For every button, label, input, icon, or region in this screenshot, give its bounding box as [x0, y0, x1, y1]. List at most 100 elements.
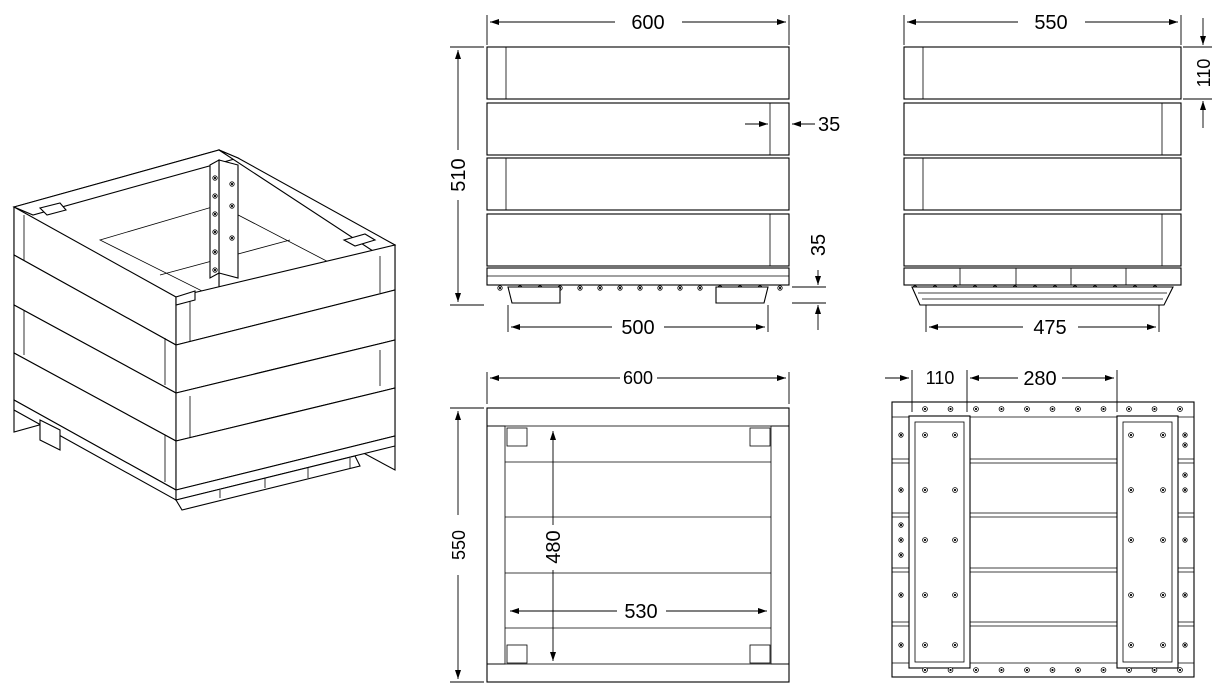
screw-icon	[1076, 668, 1080, 672]
screw-icon	[899, 538, 903, 542]
screw-icon	[1129, 593, 1133, 597]
dim-side-feet-span: 475	[1033, 317, 1066, 339]
screw-icon	[1183, 488, 1187, 492]
dim-side-width: 550	[1034, 12, 1067, 34]
screw-icon	[1129, 488, 1133, 492]
screw-icon	[1183, 473, 1187, 477]
screw-icon	[1161, 538, 1165, 542]
screw-icon	[953, 643, 957, 647]
screw-icon	[1178, 668, 1182, 672]
screw-icon	[498, 286, 502, 290]
dim-inner-depth: 480	[543, 530, 565, 563]
screw-icon	[618, 286, 622, 290]
screw-icon	[949, 668, 952, 672]
screw-icon	[923, 538, 927, 542]
screw-icon	[1025, 668, 1029, 672]
screw-icon	[213, 250, 217, 254]
screw-icon	[1153, 668, 1156, 672]
isometric-view	[12, 149, 397, 511]
top-view-dimensions: 600 550 480 530	[449, 368, 790, 683]
screw-icon	[1129, 643, 1133, 647]
dim-front-width: 600	[631, 12, 664, 34]
dim-top-width: 600	[623, 368, 653, 388]
screw-icon	[230, 204, 234, 208]
screw-icon	[899, 643, 903, 647]
side-view	[903, 46, 1182, 306]
screw-icon	[974, 407, 978, 411]
post-screws	[212, 175, 235, 273]
base-view-dimensions: 110 280	[885, 368, 1118, 412]
screw-icon	[213, 176, 217, 180]
dim-front-height: 510	[448, 158, 470, 191]
screw-icon	[974, 668, 978, 672]
screw-icon	[899, 523, 903, 527]
screw-icon	[1102, 668, 1105, 672]
screw-icon	[1127, 407, 1131, 411]
screw-icon	[230, 182, 234, 186]
screw-icon	[923, 433, 927, 437]
screw-icon	[678, 286, 682, 290]
screw-icon	[899, 488, 903, 492]
screw-icon	[1183, 538, 1187, 542]
screw-icon	[1051, 668, 1054, 672]
screw-icon	[899, 433, 903, 437]
screw-icon	[1025, 407, 1029, 411]
screw-icon	[213, 212, 217, 216]
base-screws	[898, 406, 1188, 673]
screw-icon	[953, 433, 957, 437]
screw-icon	[1076, 407, 1080, 411]
screw-icon	[953, 488, 957, 492]
screw-icon	[1183, 433, 1187, 437]
screw-icon	[923, 593, 927, 597]
screw-icon	[1161, 433, 1165, 437]
screw-icon	[598, 286, 602, 290]
screw-icon	[213, 194, 217, 198]
front-view-dimensions: 600 510 35 35 500	[448, 12, 840, 339]
screw-icon	[953, 538, 957, 542]
screw-icon	[899, 553, 903, 557]
screw-icon	[1161, 643, 1165, 647]
screw-icon	[923, 488, 927, 492]
screw-icon	[923, 668, 927, 672]
screw-icon	[778, 286, 782, 290]
screw-icon	[578, 286, 582, 290]
side-view-dimensions: 550 110 475	[903, 12, 1214, 339]
screw-icon	[1153, 407, 1156, 411]
dim-base-span: 280	[1023, 368, 1056, 390]
screw-icon	[1161, 488, 1165, 492]
dim-base-edge: 110	[926, 368, 955, 388]
dim-front-feet-span: 500	[621, 317, 654, 339]
screw-icon	[1178, 407, 1182, 411]
screw-icon	[230, 236, 234, 240]
dim-inner-width: 530	[624, 601, 657, 623]
screw-icon	[1127, 668, 1131, 672]
dim-top-depth: 550	[449, 530, 469, 560]
screw-icon	[1161, 593, 1165, 597]
screw-icon	[213, 268, 217, 272]
screw-icon	[1000, 407, 1003, 411]
screw-icon	[1102, 407, 1105, 411]
screw-icon	[953, 593, 957, 597]
screw-icon	[658, 286, 662, 290]
screw-icon	[1183, 593, 1187, 597]
screw-icon	[1183, 443, 1187, 447]
front-view	[486, 46, 790, 304]
screw-icon	[1000, 668, 1003, 672]
screw-icon	[899, 593, 903, 597]
dim-board-height: 110	[1194, 59, 1214, 88]
top-view	[486, 407, 790, 683]
screw-icon	[1183, 643, 1187, 647]
screw-icon	[638, 286, 642, 290]
screw-icon	[949, 407, 952, 411]
screw-icon	[923, 407, 927, 411]
base-view	[891, 401, 1195, 678]
screw-icon	[923, 643, 927, 647]
screw-icon	[1129, 433, 1133, 437]
dim-board-gap: 35	[818, 114, 840, 136]
screw-icon	[1051, 407, 1054, 411]
screw-icon	[213, 230, 217, 234]
screw-icon	[1129, 538, 1133, 542]
dim-foot-height: 35	[808, 234, 830, 256]
screw-icon	[698, 286, 702, 290]
